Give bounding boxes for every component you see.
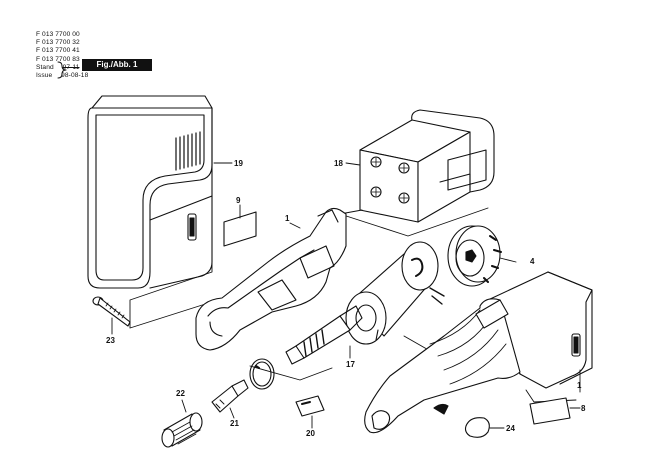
callout-8: 8	[581, 404, 586, 413]
nose-housing-part	[364, 271, 593, 434]
part-number-list: F 013 7700 00 F 013 7700 32 F 013 7700 4…	[36, 31, 88, 80]
callout-22: 22	[176, 389, 185, 398]
callout-19: 19	[234, 159, 243, 168]
end-cap-part	[447, 225, 517, 287]
collet-nut-part-22	[161, 399, 203, 448]
callout-23: 23	[106, 336, 115, 345]
housing-half-part	[195, 207, 347, 351]
label-part-8	[529, 397, 581, 425]
charger-housing-part	[87, 95, 233, 289]
callout-1-lower: 1	[577, 381, 582, 390]
armature-shaft-part	[285, 305, 363, 365]
callout-18: 18	[334, 159, 343, 168]
part-number: F 013 7700 32	[36, 39, 80, 47]
issue-value: 98-08-18	[61, 72, 89, 80]
wrench-part-20	[295, 395, 325, 429]
retaining-ring-part	[249, 358, 275, 390]
issue-row: Issue 98-08-18	[36, 72, 88, 80]
callout-1-upper: 1	[285, 214, 290, 223]
screw-part	[92, 296, 131, 335]
assembly-line	[339, 207, 489, 237]
label-part-9	[223, 204, 257, 247]
cap-part-24	[464, 417, 505, 438]
callout-17: 17	[346, 360, 355, 369]
stand-value: 97-11	[62, 63, 80, 71]
callout-20: 20	[306, 429, 315, 438]
motor-part	[345, 241, 445, 345]
callout-21: 21	[230, 419, 239, 428]
callout-4: 4	[530, 257, 535, 266]
part-number: F 013 7700 83	[36, 55, 80, 63]
figure-badge: Fig./Abb. 1	[82, 59, 152, 71]
callout-9: 9	[236, 196, 241, 205]
stand-label: Stand	[36, 63, 54, 71]
callout-24: 24	[506, 424, 515, 433]
issue-label: Issue	[36, 72, 53, 80]
part-number: F 013 7700 41	[36, 47, 80, 55]
assembly-line	[129, 257, 219, 329]
part-number: F 013 7700 00	[36, 31, 80, 38]
collet-part-21	[211, 379, 249, 419]
battery-pack-part	[345, 109, 495, 223]
brace-mark	[57, 61, 67, 79]
stand-row: Stand 97-11	[36, 64, 88, 72]
